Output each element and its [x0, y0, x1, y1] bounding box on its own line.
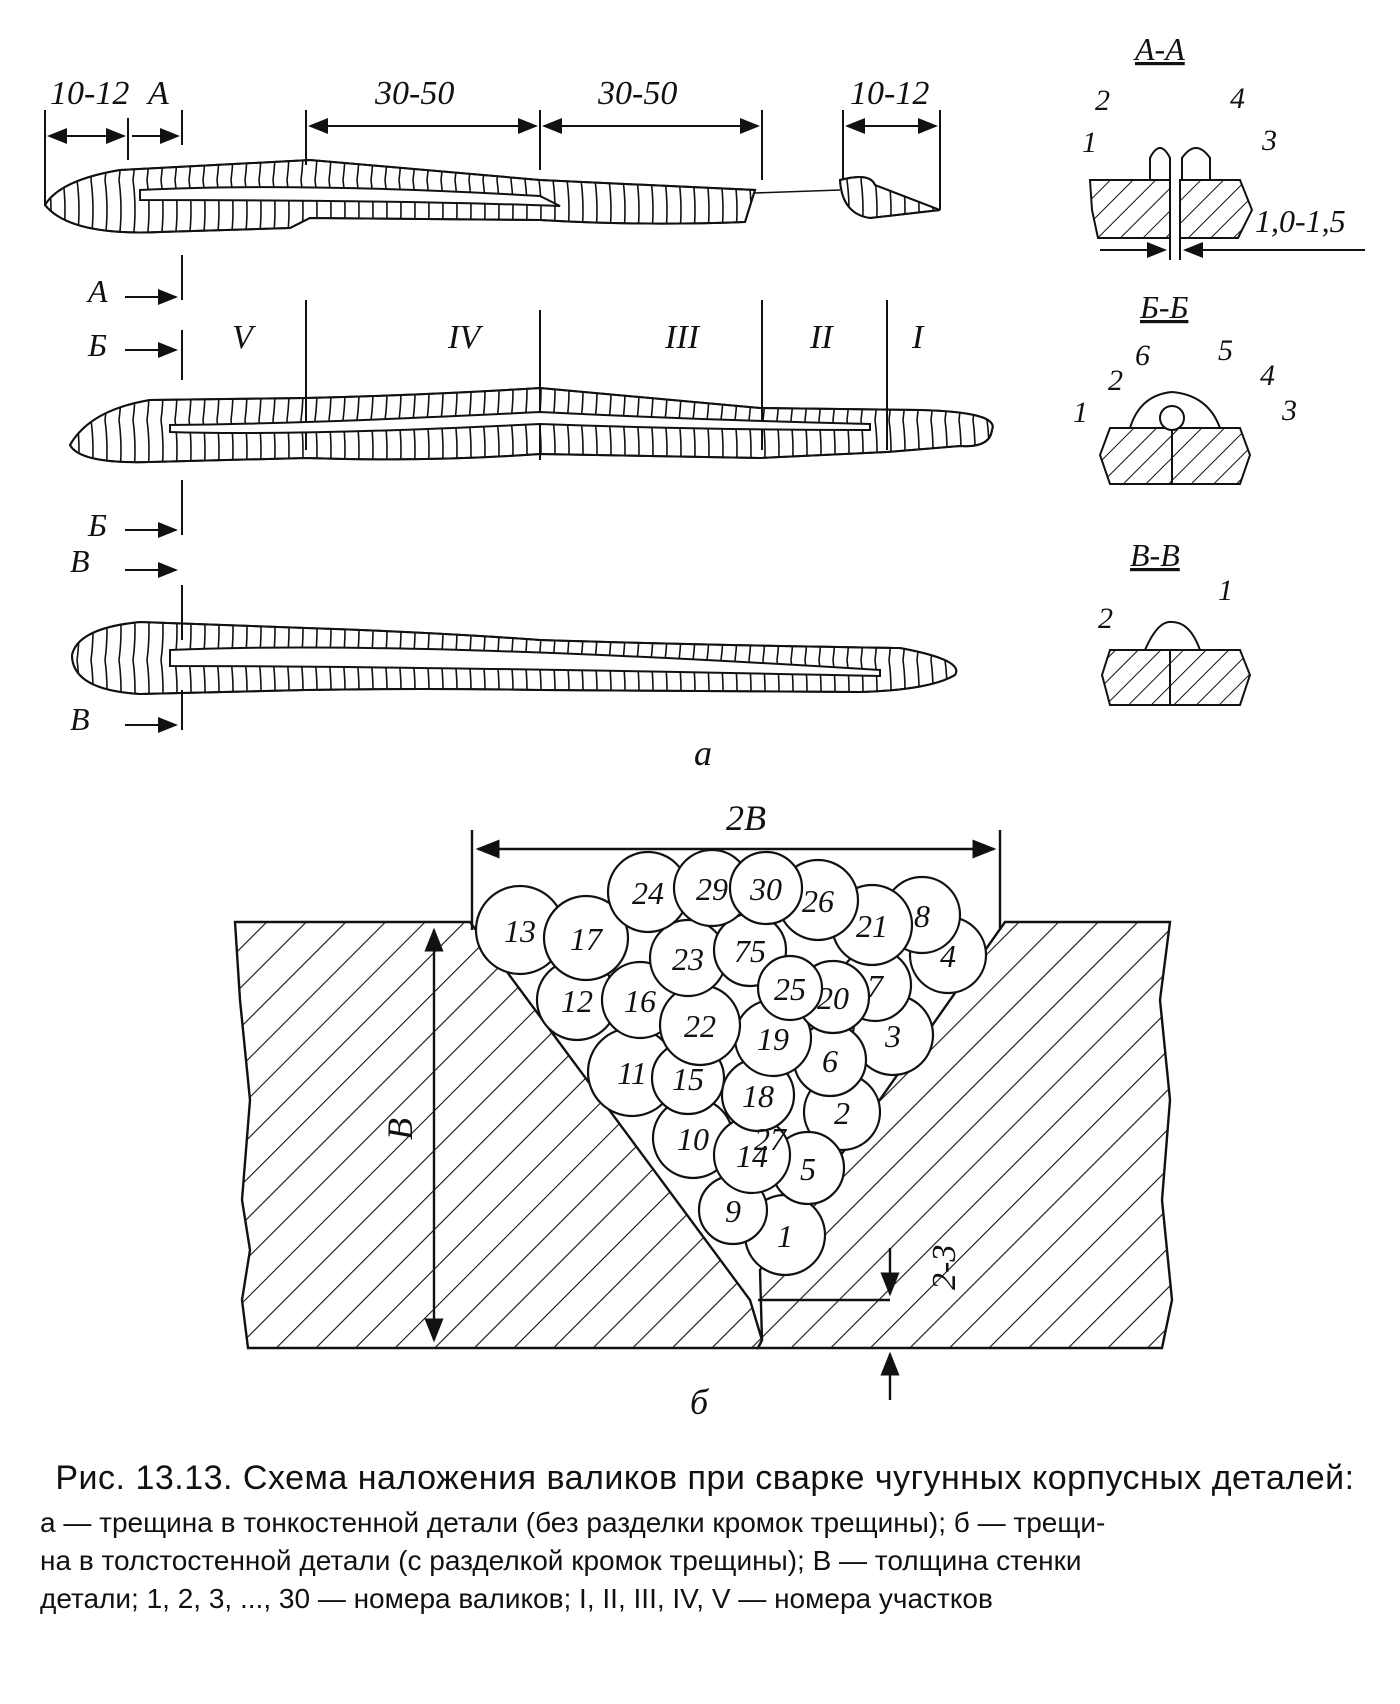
- aa-label-3: 3: [1261, 124, 1277, 157]
- dim-mid2-30-50: 30-50: [597, 75, 677, 112]
- section-iii-label: III: [664, 319, 701, 356]
- section-bb-title: Б-Б: [1139, 289, 1189, 325]
- weld-bead-25: [756, 954, 824, 1022]
- weld-bead-label-14: 14: [736, 1138, 768, 1174]
- bead-row-3: [70, 620, 958, 696]
- bb-label-5: 5: [1218, 334, 1233, 367]
- weld-bead-label-2: 2: [834, 1095, 850, 1131]
- marker-b-top: Б: [87, 327, 107, 363]
- dim-a-label: А: [146, 75, 169, 112]
- panel-b-root-label: 2-3: [926, 1245, 963, 1290]
- bead-row-1: [43, 158, 941, 234]
- weld-bead-label-23: 23: [672, 941, 704, 977]
- weld-bead-label-19: 19: [757, 1021, 789, 1057]
- marker-v-top: В: [70, 543, 90, 579]
- weld-bead-label-15: 15: [672, 1061, 704, 1097]
- weld-bead-label-24: 24: [632, 875, 664, 911]
- bb-label-2: 2: [1108, 364, 1123, 397]
- weld-bead-label-9: 9: [725, 1193, 741, 1229]
- weld-bead-label-10: 10: [677, 1121, 709, 1157]
- section-vv: В-В: [1100, 537, 1252, 706]
- vv-label-1: 1: [1218, 574, 1233, 607]
- caption-legend-line-1: а — трещина в тонкостенной детали (без р…: [40, 1507, 1106, 1538]
- section-vv-title: В-В: [1130, 537, 1180, 573]
- dim-mid1-30-50: 30-50: [374, 75, 454, 112]
- weld-bead-label-16: 16: [624, 983, 656, 1019]
- figure-caption: Рис. 13.13. Схема наложения валиков при …: [40, 1458, 1370, 1618]
- weld-bead-label-29: 29: [696, 871, 728, 907]
- weld-bead-17: [542, 894, 630, 982]
- weld-bead-label-6: 6: [822, 1043, 838, 1079]
- section-aa-title: А-А: [1133, 31, 1185, 67]
- caption-legend-line-2: на в толстостенной детали (с разделкой к…: [40, 1545, 1082, 1576]
- panel-b-thickness-label: В: [380, 1118, 420, 1140]
- panel-b-width-label: 2В: [726, 798, 766, 838]
- section-i-label: I: [911, 319, 925, 356]
- aa-gap-dim: 1,0-1,5: [1255, 203, 1346, 239]
- section-aa: А-А: [1088, 31, 1365, 260]
- weld-bead-label-11: 11: [617, 1055, 647, 1091]
- weld-bead-label-18: 18: [742, 1078, 774, 1114]
- weld-bead-30: [728, 850, 804, 926]
- caption-legend: а — трещина в тонкостенной детали (без р…: [40, 1504, 1370, 1618]
- dim-right-10-12: 10-12: [850, 75, 929, 112]
- bb-label-6: 6: [1135, 339, 1150, 372]
- panel-b: [233, 830, 1174, 1400]
- section-v-label: V: [232, 319, 257, 356]
- weld-bead-label-3: 3: [884, 1018, 901, 1054]
- weld-bead-label-13: 13: [504, 913, 536, 949]
- weld-bead-label-20: 20: [817, 980, 849, 1016]
- section-iv-label: IV: [447, 319, 484, 356]
- weld-bead-label-75: 75: [734, 933, 766, 969]
- caption-title: Рис. 13.13. Схема наложения валиков при …: [55, 1459, 1355, 1497]
- marker-v-bottom: В: [70, 701, 90, 737]
- weld-bead-label-30: 30: [749, 871, 782, 907]
- aa-label-1: 1: [1082, 126, 1097, 159]
- bead-row-2: [68, 386, 994, 464]
- weld-bead-label-1: 1: [777, 1218, 793, 1254]
- panel-a-label: а: [694, 733, 712, 773]
- caption-legend-line-3: детали; 1, 2, 3, ..., 30 — номера валико…: [40, 1583, 993, 1614]
- weld-bead-label-8: 8: [914, 898, 930, 934]
- weld-bead-label-22: 22: [684, 1008, 716, 1044]
- panel-a-dimensions: [44, 110, 941, 210]
- weld-bead-label-26: 26: [802, 883, 834, 919]
- bb-label-3: 3: [1281, 394, 1297, 427]
- bb-label-4: 4: [1260, 359, 1275, 392]
- dim-left-10-12: 10-12: [50, 75, 129, 112]
- aa-label-4: 4: [1230, 82, 1245, 115]
- weld-bead-label-7: 7: [867, 968, 885, 1004]
- weld-bead-label-12: 12: [561, 983, 593, 1019]
- marker-b-bottom: Б: [87, 507, 107, 543]
- section-markers: [125, 255, 183, 733]
- section-ii-label: II: [809, 319, 834, 356]
- weld-bead-label-21: 21: [856, 908, 888, 944]
- marker-a: А: [86, 273, 108, 309]
- weld-bead-label-5: 5: [800, 1151, 816, 1187]
- weld-bead-label-27: 27: [754, 1121, 788, 1157]
- panel-b-label: б: [690, 1382, 710, 1422]
- aa-label-2: 2: [1095, 84, 1110, 117]
- weld-bead-label-4: 4: [940, 938, 956, 974]
- section-bb: Б-Б: [1098, 289, 1252, 485]
- weld-bead-label-17: 17: [570, 921, 604, 957]
- weld-bead-label-25: 25: [774, 971, 806, 1007]
- vv-label-2: 2: [1098, 602, 1113, 635]
- bb-label-1: 1: [1073, 396, 1088, 429]
- panel-a: 10-12 А 30-50 30-50 10-12 А Б: [43, 75, 994, 773]
